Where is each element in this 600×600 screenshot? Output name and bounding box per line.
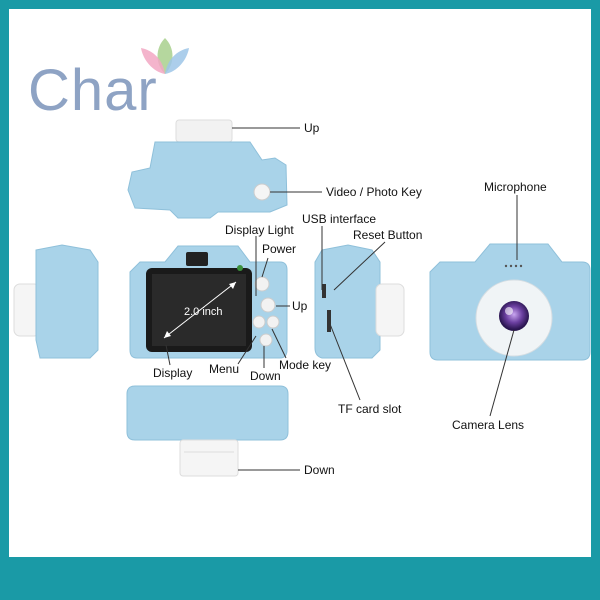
camera-right-view xyxy=(314,244,405,359)
label-up-right: Up xyxy=(292,299,308,313)
label-top-up: Up xyxy=(304,121,320,135)
label-reset-button: Reset Button xyxy=(353,228,423,242)
camera-lens-icon xyxy=(499,301,529,331)
label-down-small: Down xyxy=(250,369,281,383)
camera-front-view xyxy=(429,243,591,361)
label-power: Power xyxy=(262,242,297,256)
leaf-logo-icon xyxy=(141,38,189,74)
power-button-icon xyxy=(254,276,270,292)
label-tf-card-slot: TF card slot xyxy=(338,402,402,416)
label-microphone: Microphone xyxy=(484,180,547,194)
label-video-photo-key: Video / Photo Key xyxy=(326,185,422,199)
label-screen-size: 2.0 inch xyxy=(184,306,223,318)
label-bottom-down: Down xyxy=(304,463,335,477)
display-light xyxy=(186,252,208,266)
label-display-light: Display Light xyxy=(225,223,294,237)
video-photo-key-icon xyxy=(253,183,271,201)
label-menu: Menu xyxy=(209,362,240,376)
label-usb-interface: USB interface xyxy=(302,212,377,226)
label-camera-lens: Camera Lens xyxy=(452,418,525,432)
camera-left-view xyxy=(13,244,99,359)
brand-logo: Char xyxy=(28,58,158,123)
camera-top-view xyxy=(127,119,288,219)
camera-bottom-view xyxy=(126,385,289,477)
camera-back-view xyxy=(129,245,288,359)
label-mode-key: Mode key xyxy=(279,358,332,372)
label-display: Display xyxy=(153,366,193,380)
